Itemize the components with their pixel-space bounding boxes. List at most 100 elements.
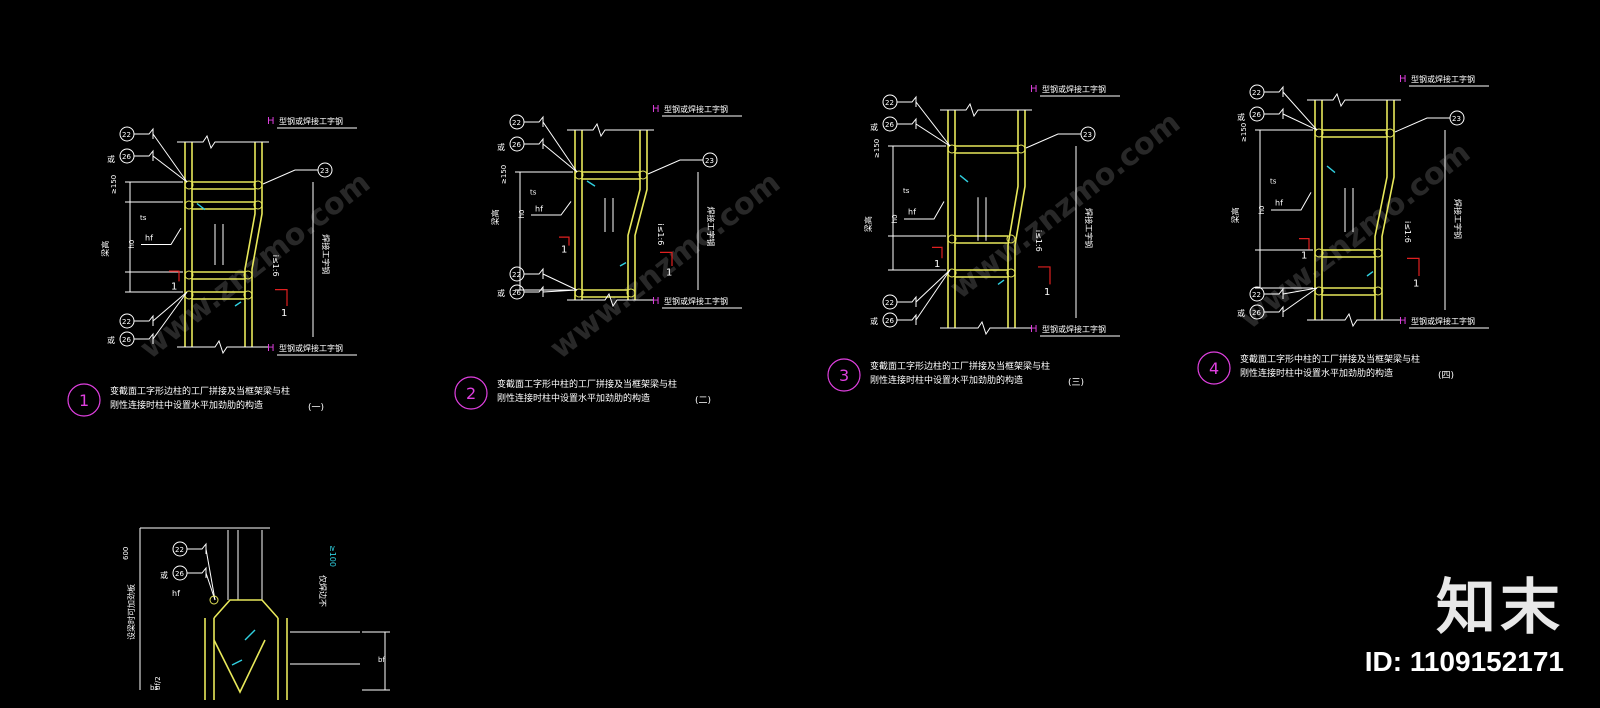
dim-ts: ts bbox=[140, 214, 147, 222]
weld-tag-leader bbox=[524, 137, 544, 149]
dim-label: ≥150 bbox=[1240, 123, 1248, 142]
weld-tag-leader bbox=[1025, 133, 1081, 149]
weld-circle bbox=[947, 234, 957, 244]
brand-watermark: 知末 ID: 1109152171 bbox=[1365, 578, 1564, 678]
dim-ts: ts bbox=[903, 187, 910, 195]
weld-circle bbox=[574, 288, 584, 298]
weld-tag-number: 26 bbox=[122, 336, 131, 344]
column-flange-right-outer bbox=[1381, 100, 1395, 320]
cyan-mark bbox=[959, 174, 969, 183]
weld-circle bbox=[626, 288, 636, 298]
detail-number: 1 bbox=[79, 391, 89, 410]
cyan-mark bbox=[234, 301, 242, 307]
h-beam-label: 型钢或焊接工字钢 bbox=[1411, 74, 1475, 84]
h-mark: H bbox=[1030, 84, 1038, 95]
slope-triangle bbox=[660, 251, 673, 266]
dim-h0: h0 bbox=[128, 240, 136, 249]
weld-circle bbox=[184, 270, 194, 280]
red-mark bbox=[559, 236, 570, 246]
bs-label: bs bbox=[150, 684, 158, 692]
weld-tag-number: 23 bbox=[1083, 131, 1092, 139]
or-label: 或 bbox=[1237, 308, 1245, 318]
red-mark bbox=[1299, 238, 1310, 250]
weld-tag-number: 22 bbox=[1252, 89, 1261, 97]
cyan-mark bbox=[997, 279, 1005, 285]
weld-tag-number: 22 bbox=[512, 271, 521, 279]
weld-tag-arrow bbox=[152, 291, 188, 322]
dim-label: ≥150 bbox=[873, 139, 881, 158]
column-flange-right-outer bbox=[251, 142, 263, 347]
weld-tag-number: 22 bbox=[1252, 291, 1261, 299]
detail-suffix: (三) bbox=[1068, 378, 1084, 388]
slope-one: 1 bbox=[1044, 287, 1050, 298]
section-label: 焊接工字钢 bbox=[1453, 199, 1463, 239]
detail-suffix: (四) bbox=[1438, 371, 1454, 381]
weld-tag-number: 22 bbox=[122, 131, 131, 139]
taper-web bbox=[213, 639, 266, 694]
weld-tag-arrow bbox=[542, 289, 578, 293]
hf-label: hf bbox=[908, 208, 916, 217]
weld-tag-number: 26 bbox=[122, 153, 131, 161]
weld-tag-leader bbox=[262, 169, 318, 185]
hf-label: hf bbox=[1275, 199, 1283, 208]
weld-tag-leader bbox=[897, 95, 917, 107]
cyan-mark bbox=[244, 629, 256, 641]
or-label: 或 bbox=[1237, 112, 1245, 122]
weld-circle bbox=[1314, 128, 1324, 138]
bf-label: bf bbox=[378, 656, 385, 664]
weld-circle bbox=[209, 595, 219, 605]
h-beam-label: 型钢或焊接工字钢 bbox=[279, 343, 343, 353]
weld-tag-arrow bbox=[152, 133, 188, 183]
or-label: 或 bbox=[160, 570, 168, 580]
weld-tag-leader bbox=[524, 115, 544, 127]
detail-title-line2: 刚性连接时柱中设置水平加劲肋的构造 bbox=[870, 374, 1023, 386]
weld-circle bbox=[1373, 286, 1383, 296]
cyan-mark bbox=[196, 202, 206, 211]
detail-number: 3 bbox=[839, 366, 849, 385]
weld-circle bbox=[184, 180, 194, 190]
dim-top: 600 bbox=[122, 547, 130, 560]
cyan-mark bbox=[231, 659, 243, 666]
weld-tag-leader bbox=[897, 313, 917, 325]
weld-tag-leader bbox=[897, 295, 917, 307]
h-beam-label: 型钢或焊接工字钢 bbox=[1411, 316, 1475, 326]
slope-label: i≤1:6 bbox=[271, 255, 280, 277]
weld-tag-number: 22 bbox=[122, 318, 131, 326]
column-flange-right bbox=[627, 130, 641, 300]
cyan-mark bbox=[1326, 165, 1336, 174]
or-label: 或 bbox=[497, 142, 505, 152]
note-label: 仅焊边不 bbox=[318, 575, 328, 607]
h-beam-label: 型钢或焊接工字钢 bbox=[664, 296, 728, 306]
weld-circle bbox=[1373, 248, 1383, 258]
slope-label: i≤1:6 bbox=[1034, 230, 1043, 252]
column-flange-right bbox=[1374, 100, 1388, 320]
slope-one: 1 bbox=[934, 259, 940, 270]
weld-circle bbox=[253, 180, 263, 190]
detail-number-circle bbox=[67, 383, 101, 417]
red-mark bbox=[932, 246, 943, 259]
detail-title-line1: 变截面工字形中柱的工厂拼接及当框架梁与柱 bbox=[497, 378, 677, 390]
weld-tag-arrow bbox=[1282, 113, 1318, 131]
hf-leader bbox=[904, 201, 945, 220]
weld-tag-leader bbox=[134, 149, 154, 161]
detail-title-line2: 刚性连接时柱中设置水平加劲肋的构造 bbox=[1240, 367, 1393, 379]
side-note: 设梁时可加劲板 bbox=[126, 584, 136, 640]
watermark-text: www.znzmo.com bbox=[943, 105, 1187, 306]
weld-tag-number: 22 bbox=[885, 299, 894, 307]
cyan-mark bbox=[1366, 271, 1374, 277]
weld-circle bbox=[1314, 286, 1324, 296]
slope-triangle bbox=[1407, 257, 1420, 276]
weld-tag-number: 26 bbox=[512, 141, 521, 149]
break-mark bbox=[1307, 312, 1401, 328]
weld-tag-number: 26 bbox=[1252, 111, 1261, 119]
weld-tag-arrow bbox=[1282, 91, 1318, 131]
weld-tag-arrow bbox=[915, 269, 951, 321]
dim-ts: ts bbox=[1270, 178, 1277, 186]
weld-tag-arrow bbox=[542, 121, 578, 173]
column-flange-right-outer bbox=[634, 130, 648, 300]
